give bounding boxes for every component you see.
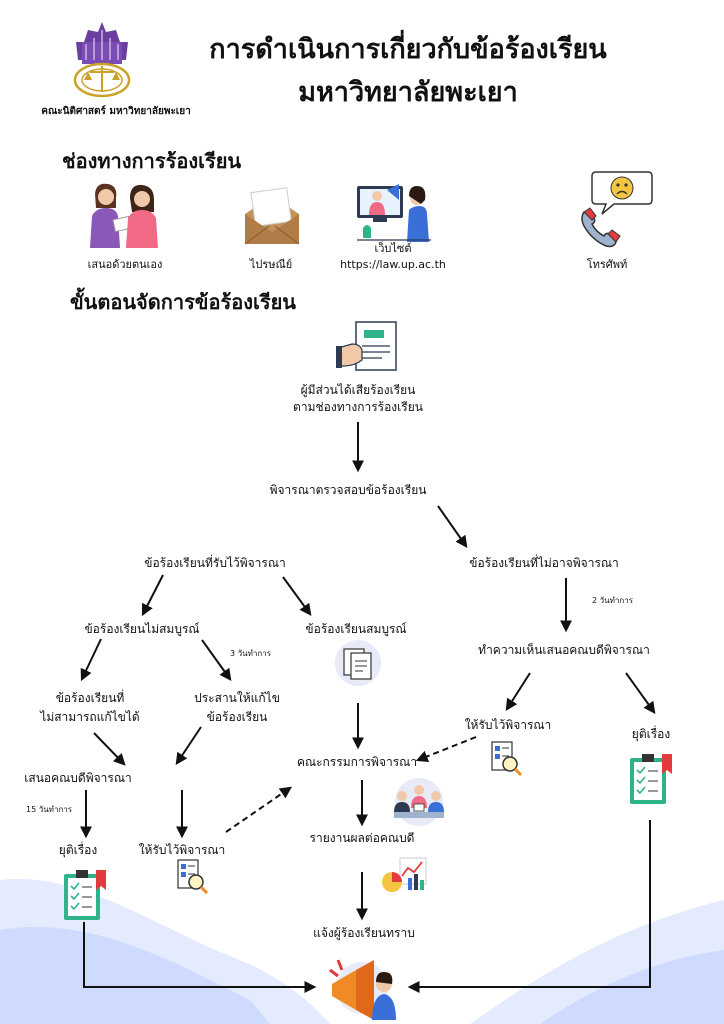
arrow-incomplete-to-cannot-fix — [80, 638, 102, 682]
duration-3-days: 3 วันทำการ — [230, 649, 271, 658]
megaphone-icon — [329, 959, 396, 1020]
arrow-opinion-to-terminate — [625, 672, 656, 714]
arrow-cannot-fix-to-propose — [93, 732, 126, 766]
step-committee: คณะกรรมการพิจารณา — [296, 755, 418, 769]
duration-15-days: 15 วันทำการ — [26, 805, 73, 814]
arrow-terminate-right-to-end — [407, 820, 651, 993]
step-review: พิจารณาตรวจสอบข้อร้องเรียน — [269, 483, 427, 497]
step-accept-left: ให้รับไว้พิจารณา — [138, 843, 226, 857]
step-rejected: ข้อร้องเรียนที่ไม่อาจพิจารณา — [469, 556, 619, 570]
step-start-line1: ผู้มีส่วนได้เสียร้องเรียน — [300, 383, 416, 397]
step-propose-dean-left: เสนอคณบดีพิจารณา — [24, 771, 132, 785]
channel-phone-label: โทรศัพท์ — [586, 258, 628, 271]
step-opinion-to-dean: ทำความเห็นเสนอคณบดีพิจารณา — [478, 643, 650, 657]
channel-in-person-label: เสนอด้วยตนเอง — [87, 258, 163, 271]
step-incomplete: ข้อร้องเรียนไม่สมบูรณ์ — [84, 622, 200, 636]
page-subtitle: มหาวิทยาลัยพะเยา — [298, 77, 518, 108]
university-logo — [73, 22, 131, 98]
step-cannot-fix-line2: ไม่สามารถแก้ไขได้ — [40, 710, 140, 724]
step-accepted: ข้อร้องเรียนที่รับไว้พิจารณา — [144, 556, 286, 570]
website-icon — [357, 184, 431, 242]
arrow-terminate-left-to-end — [83, 922, 317, 993]
process-heading: ขั้นตอนจัดการข้อร้องเรียน — [70, 290, 296, 314]
review-document-icon — [177, 859, 208, 894]
step-cannot-fix-line1: ข้อร้องเรียนที่ — [55, 691, 125, 705]
phone-icon — [581, 171, 653, 248]
report-charts-icon — [382, 857, 427, 892]
meeting-icon — [394, 778, 444, 826]
people-talking-icon — [90, 183, 158, 248]
channel-website-label: เว็บไซต์ — [374, 242, 412, 255]
step-coordinate-line1: ประสานให้แก้ไข — [194, 691, 280, 705]
channels-heading: ช่องทางการร้องเรียน — [62, 149, 242, 173]
arrow-accept-right-to-committee — [415, 736, 477, 763]
step-report-dean: รายงานผลต่อคณบดี — [309, 831, 415, 845]
step-coordinate-line2: ข้อร้องเรียน — [206, 710, 268, 724]
channel-mail-label: ไปรษณีย์ — [249, 258, 293, 271]
logo-caption: คณะนิติศาสตร์ มหาวิทยาลัยพะเยา — [41, 106, 191, 117]
arrow-accepted-to-incomplete — [141, 574, 164, 617]
channel-website-url[interactable]: https://law.up.ac.th — [340, 258, 446, 271]
documents-icon — [335, 640, 381, 686]
step-terminate-left: ยุติเรื่อง — [58, 843, 98, 857]
envelope-icon — [244, 187, 300, 245]
arrow-incomplete-to-coordinate — [201, 639, 232, 681]
arrow-review-to-rejected — [437, 505, 468, 548]
step-notify: แจ้งผู้ร้องเรียนทราบ — [313, 926, 415, 940]
arrow-opinion-to-accept — [505, 672, 531, 712]
step-start-line2: ตามช่องทางการร้องเรียน — [293, 400, 423, 414]
step-terminate-right: ยุติเรื่อง — [631, 727, 671, 741]
duration-2-days: 2 วันทำการ — [592, 596, 633, 605]
arrow-coordinate-to-propose — [175, 726, 202, 765]
review-document-icon — [491, 741, 522, 776]
arrow-accepted-to-complete — [282, 576, 312, 616]
clipboard-checklist-icon — [64, 870, 106, 920]
page-title: การดำเนินการเกี่ยวกับข้อร้องเรียน — [209, 34, 607, 65]
step-complete: ข้อร้องเรียนสมบูรณ์ — [305, 622, 407, 636]
arrow-accept-left-to-committee — [225, 786, 292, 833]
clipboard-checklist-icon — [630, 754, 672, 804]
document-submit-icon — [336, 321, 397, 371]
step-accept-right: ให้รับไว้พิจารณา — [464, 718, 552, 732]
